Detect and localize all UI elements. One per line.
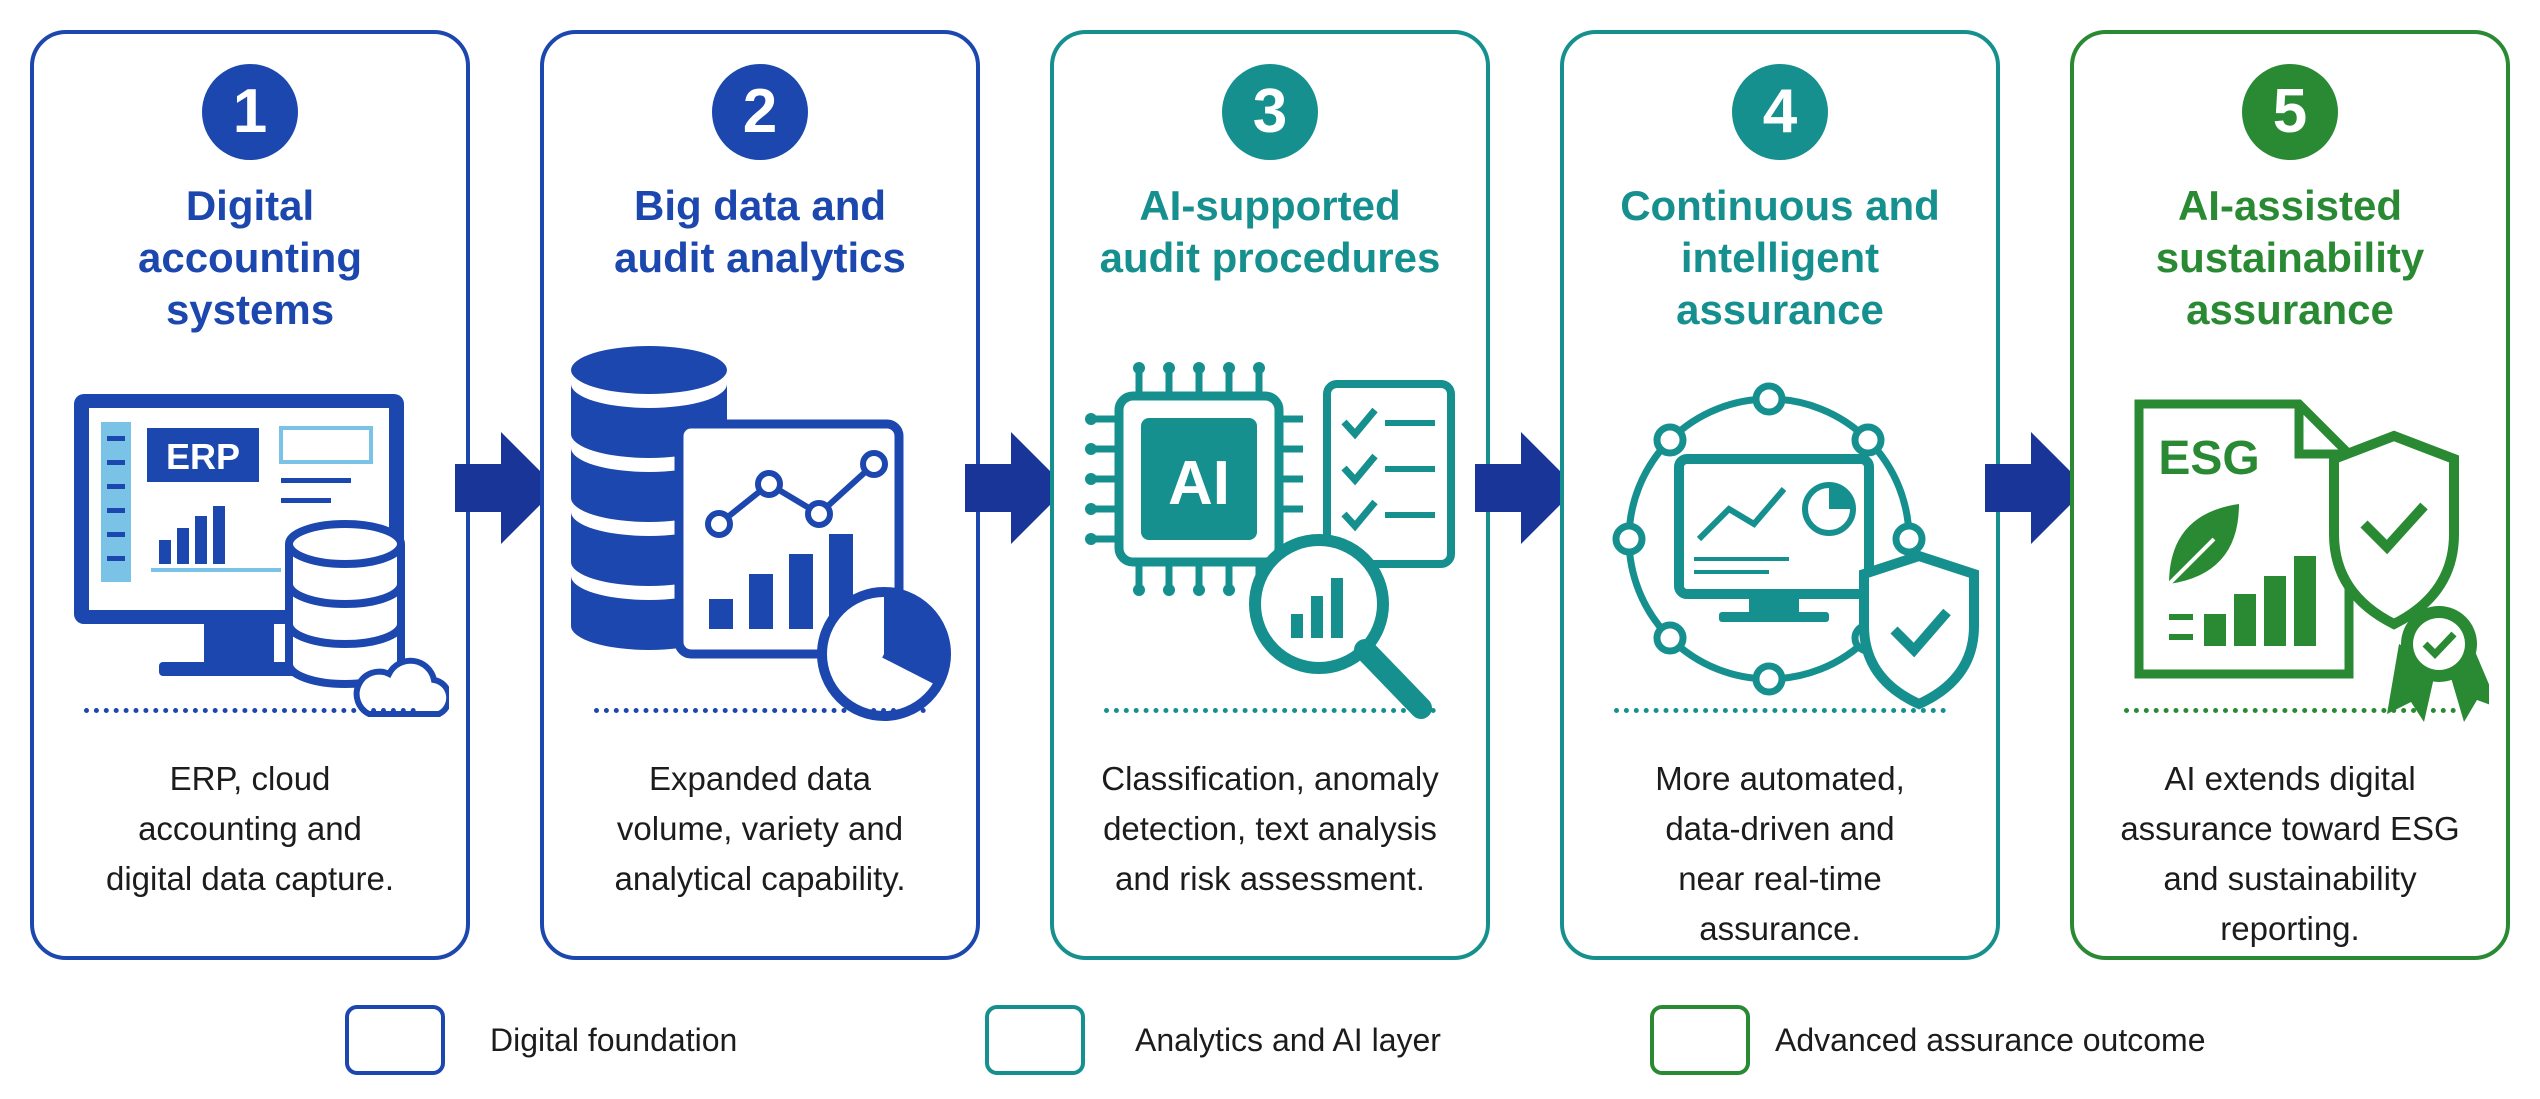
step-3-panel: 3 AI-supported audit procedures	[1050, 30, 1490, 960]
step-5-description-line: assurance toward ESG	[2120, 810, 2460, 847]
step-3-divider	[1104, 708, 1436, 713]
step-4-description-line: assurance.	[1699, 910, 1861, 947]
step-5-description: AI extends digital assurance toward ESG …	[2096, 754, 2484, 954]
step-2-description-line: volume, variety and	[616, 810, 904, 847]
step-2-divider	[594, 708, 926, 713]
step-1-description-line: accounting and	[138, 810, 362, 847]
step-5-title-line: AI-assisted	[2177, 182, 2403, 229]
flow-arrow-2-icon	[965, 432, 1067, 544]
step-4-panel: 4 Continuous and intelligent assurance M…	[1560, 30, 2000, 960]
legend-swatch-advanced-assurance	[1650, 1005, 1750, 1075]
step-1-panel: 1 Digital accounting systems ERP	[30, 30, 470, 960]
step-2-title-line: audit analytics	[614, 234, 906, 281]
step-4-number-badge: 4	[1732, 64, 1828, 160]
legend-label-advanced-assurance: Advanced assurance outcome	[1775, 1022, 2206, 1058]
step-5-number-badge: 5	[2242, 64, 2338, 160]
step-1-divider	[84, 708, 416, 713]
step-4-title-line: assurance	[1676, 286, 1884, 333]
step-5-divider	[2124, 708, 2456, 713]
ai-label: AI	[1168, 449, 1230, 518]
esg-report-shield-icon: ESG	[2134, 399, 2489, 722]
esg-label: ESG	[2158, 432, 2259, 485]
legend-label-digital-foundation: Digital foundation	[490, 1022, 738, 1058]
step-4-description-line: data-driven and	[1665, 810, 1895, 847]
flow-arrow-3-icon	[1475, 432, 1577, 544]
step-5-description-line: reporting.	[2220, 910, 2360, 947]
step-4-divider	[1614, 708, 1946, 713]
step-5-description-line: and sustainability	[2163, 860, 2417, 897]
step-5-description-line: AI extends digital	[2164, 760, 2416, 797]
step-1-title-line: accounting	[137, 234, 362, 281]
step-4-description-line: More automated,	[1655, 760, 1905, 797]
step-1-description-line: ERP, cloud	[169, 760, 331, 797]
step-3-number-badge: 3	[1222, 64, 1318, 160]
step-3-title: AI-supported audit procedures	[1074, 180, 1466, 284]
step-2-description: Expanded data volume, variety and analyt…	[566, 754, 954, 904]
legend-swatch-digital-foundation	[345, 1005, 445, 1075]
computer-erp-database-icon: ERP	[74, 394, 449, 717]
step-1-description-line: digital data capture.	[105, 860, 395, 897]
step-4-description: More automated, data-driven and near rea…	[1586, 754, 1974, 954]
step-3-description-line: Classification, anomaly	[1101, 760, 1439, 797]
step-1-title: Digital accounting systems	[54, 180, 446, 336]
step-2-description-line: Expanded data	[648, 760, 872, 797]
step-1-title-line: systems	[165, 286, 335, 333]
step-2-description-line: analytical capability.	[614, 860, 906, 897]
step-3-title-line: audit procedures	[1099, 234, 1441, 281]
step-1-number-badge: 1	[202, 64, 298, 160]
legend-swatch-analytics-ai	[985, 1005, 1085, 1075]
ai-chip-checklist-magnifier-icon: AI	[1085, 362, 1455, 719]
step-3-description: Classification, anomaly detection, text …	[1076, 754, 1464, 904]
step-2-title: Big data and audit analytics	[564, 180, 956, 284]
step-4-title-line: Continuous and	[1620, 182, 1940, 229]
monitor-network-shield-icon	[1612, 382, 1979, 710]
legend-label-analytics-ai: Analytics and AI layer	[1135, 1022, 1441, 1058]
flow-arrow-1-icon	[455, 432, 557, 544]
step-3-title-line: AI-supported	[1139, 182, 1401, 229]
flow-arrow-4-icon	[1985, 432, 2087, 544]
step-3-description-line: detection, text analysis	[1103, 810, 1437, 847]
step-4-title-line: intelligent	[1680, 234, 1880, 281]
step-2-title-line: Big data and	[633, 182, 887, 229]
step-1-description: ERP, cloud accounting and digital data c…	[56, 754, 444, 904]
step-3-description-line: and risk assessment.	[1115, 860, 1425, 897]
step-2-panel: 2 Big data and audit analytics Expanded …	[540, 30, 980, 960]
database-analytics-chart-icon	[571, 346, 951, 721]
step-5-title: AI-assisted sustainability assurance	[2094, 180, 2486, 336]
step-5-title-line: assurance	[2186, 286, 2394, 333]
step-4-description-line: near real-time	[1678, 860, 1882, 897]
erp-label: ERP	[166, 436, 240, 477]
step-5-title-line: sustainability	[2155, 234, 2425, 281]
step-5-panel: 5 AI-assisted sustainability assurance E…	[2070, 30, 2510, 960]
step-2-number-badge: 2	[712, 64, 808, 160]
step-4-title: Continuous and intelligent assurance	[1584, 180, 1976, 336]
step-1-title-line: Digital	[185, 182, 315, 229]
